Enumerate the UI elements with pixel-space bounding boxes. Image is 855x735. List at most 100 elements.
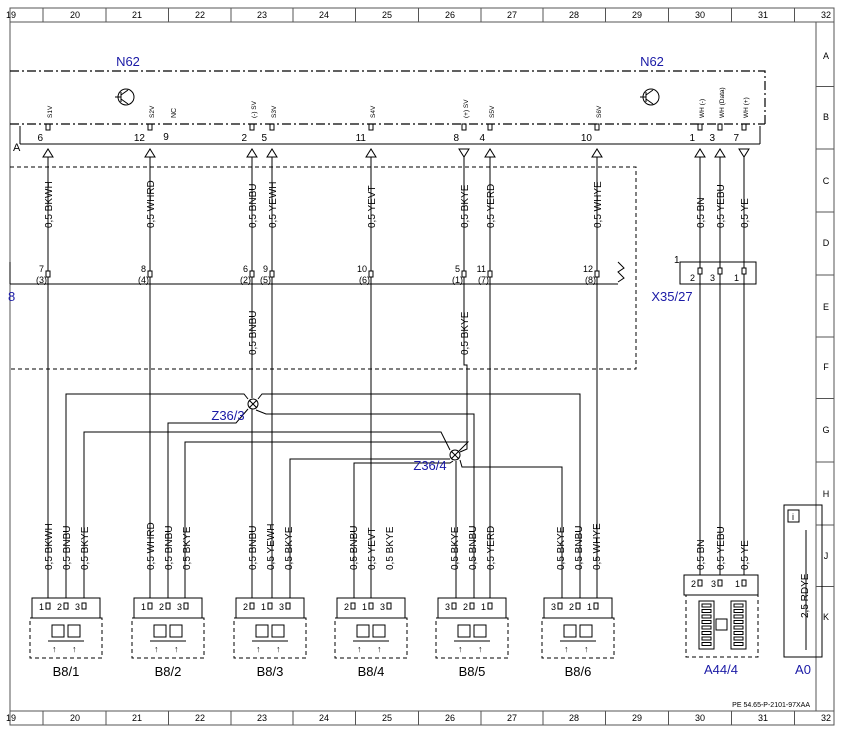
pin-number: 9: [263, 264, 268, 274]
grid-col-label: 27: [507, 10, 517, 20]
grid-col-label: 28: [569, 713, 579, 723]
grid-row-label: F: [823, 362, 829, 372]
a0-wire-label: 2,5 RDYE: [800, 573, 811, 618]
z36-3-label: Z36/3: [211, 408, 244, 423]
wire-label: 0,5 YEWH: [268, 182, 279, 229]
grid-row-label: D: [823, 238, 830, 248]
grid-col-label: 21: [132, 10, 142, 20]
pin-number: 3: [709, 133, 715, 144]
pin-signal-label: S6V: [596, 105, 603, 118]
grid-col-label: 26: [445, 713, 455, 723]
x35-27-connector: 1 X35/27: [651, 255, 757, 304]
pin-signal-label: (-) SV: [251, 100, 258, 118]
pin-number: 3: [75, 602, 80, 612]
pin-number: 5: [455, 264, 460, 274]
pin-number: 3: [279, 602, 284, 612]
n62-left-label: N62: [116, 54, 140, 69]
grid-row-label: E: [823, 302, 829, 312]
pin-number: 2: [57, 602, 62, 612]
grid-col-label: 19: [6, 10, 16, 20]
wire-label: 0,5 BKYE: [182, 526, 193, 570]
pin-number: 11: [356, 133, 367, 144]
a0-unit: i 2,5 RDYE A0: [783, 504, 823, 677]
arrow-icon: ↑: [377, 644, 382, 654]
grid-row-label: A: [823, 51, 829, 61]
grid-col-label: 20: [70, 10, 80, 20]
wire-label: 0,5 YE: [740, 540, 751, 570]
z36-4-label: Z36/4: [413, 458, 446, 473]
splice-z36-4: Z36/4: [413, 449, 461, 473]
grid-col-label: 20: [70, 713, 80, 723]
pin-sub-number: (3): [36, 275, 47, 285]
sensor-label: B8/1: [53, 664, 80, 679]
wire-label: 0,5 BKYE: [460, 311, 471, 355]
pin-number: 6: [37, 133, 43, 144]
arrow-icon: ↑: [564, 644, 569, 654]
x35-pin-1: 1: [674, 255, 680, 266]
svg-text:i: i: [792, 512, 794, 522]
pin-number: 12: [583, 264, 593, 274]
pin-signal-label: (+) SV: [463, 99, 470, 118]
n62-right-label: N62: [640, 54, 664, 69]
wire-label: 0,5 BKYE: [284, 526, 295, 570]
wire-label: 0,5 YEVT: [367, 527, 378, 570]
pin-number: 2: [243, 602, 248, 612]
arrow-icon: ↑: [256, 644, 261, 654]
grid-col-label: 31: [758, 10, 768, 20]
pin-number: 3: [445, 602, 450, 612]
pin-signal-label: S4V: [370, 105, 377, 118]
arrow-icon: ↑: [72, 644, 77, 654]
wire-label: 0,5 WHYE: [592, 523, 603, 570]
pin-number: 1: [689, 133, 695, 144]
sensor-label: B8/3: [257, 664, 284, 679]
pin-sub-number: (6): [359, 275, 370, 285]
connector-8-box: 8 7(3)8(4)6(2)9(5)10(6)5(1)11(7)12(8): [8, 166, 637, 370]
pin-number: 1: [261, 602, 266, 612]
nc-label: NC: [171, 108, 178, 118]
pin-sub-number: (1): [452, 275, 463, 285]
grid-col-label: 23: [257, 10, 267, 20]
n62-right-pin: WH (-)10,5 BN2: [689, 99, 707, 283]
pin-sub-number: (2): [240, 275, 251, 285]
pin-number: 2: [241, 133, 247, 144]
transistor-icon: [640, 88, 660, 106]
grid-row-label: C: [823, 176, 830, 186]
sensor-label: B8/6: [565, 664, 592, 679]
pin-signal-label: WH (-): [699, 99, 706, 118]
pin-sub-number: (5): [260, 275, 271, 285]
wire-label: 0,5 WHYE: [593, 181, 604, 228]
wire-label: 0,5 BNBU: [62, 526, 73, 570]
wire-label: 0,5 BNBU: [248, 311, 259, 355]
wire-label: 0,5 YE: [740, 198, 751, 228]
document-code: PE 54.65-P-2101-97XAA: [732, 702, 810, 709]
a0-label: A0: [795, 662, 811, 677]
grid-col-label: 25: [382, 10, 392, 20]
pin-number: 1: [587, 602, 592, 612]
pin-signal-label: S1V: [47, 105, 54, 118]
module-icon: [715, 618, 728, 631]
pin-number: 2: [691, 579, 696, 589]
wire-label: 0,5 BKWH: [44, 523, 55, 570]
grid-col-label: 31: [758, 713, 768, 723]
pin-number: 8: [453, 133, 459, 144]
pin-sub-number: (4): [138, 275, 149, 285]
pin-signal-label: S5V: [489, 105, 496, 118]
grid-col-label: 32: [821, 713, 831, 723]
wire-label: 0,5 BNBU: [349, 526, 360, 570]
wire-label: 0,5 BNBU: [574, 526, 585, 570]
grid-row-label: K: [823, 612, 829, 622]
info-icon: [787, 509, 800, 523]
pin-signal-label: WH (Data): [719, 87, 726, 118]
pin-number: 7: [39, 264, 44, 274]
pin-number: 2: [159, 602, 164, 612]
pin-number: 3: [711, 579, 716, 589]
grid-col-label: 32: [821, 10, 831, 20]
wire-label: 0,5 BKYE: [556, 526, 567, 570]
